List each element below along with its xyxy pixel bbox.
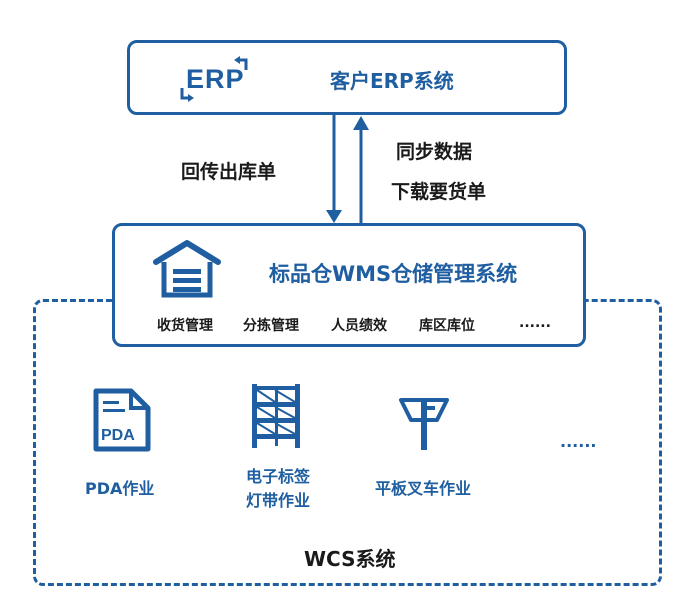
electronic-label-line-2: 灯带作业 [245, 491, 310, 510]
pda-document-icon: PDA [93, 388, 151, 452]
warehouse-icon [153, 240, 221, 298]
pda-operation-label: PDA作业 [85, 479, 155, 498]
sync-data-label: 同步数据 [396, 141, 473, 163]
module-receiving: 收货管理 [157, 318, 213, 334]
erp-logo-icon: ERP [180, 56, 248, 102]
erp-logo-text: ERP [186, 64, 245, 94]
down-arrow-head [326, 210, 342, 223]
download-order-label: 下载要货单 [391, 181, 487, 203]
pda-icon-text: PDA [101, 427, 135, 444]
up-arrow-head [353, 116, 369, 130]
tablet-forklift-icon [399, 398, 449, 450]
module-location: 库区库位 [419, 318, 475, 334]
wms-system-box: 标品仓WMS仓储管理系统 收货管理 分拣管理 人员绩效 库区库位 ...... [112, 223, 586, 347]
electronic-label-operation: 电子标签 灯带作业 [233, 465, 323, 513]
wcs-more-items: ...... [560, 432, 597, 451]
erp-title: 客户ERP系统 [330, 69, 454, 93]
tablet-forklift-label: 平板叉车作业 [375, 479, 472, 498]
shelf-rack-icon [252, 384, 300, 448]
electronic-label-line-1: 电子标签 [245, 467, 310, 486]
module-sorting: 分拣管理 [243, 318, 299, 334]
wcs-title: WCS系统 [304, 547, 396, 571]
module-more: ...... [519, 315, 551, 331]
return-outbound-label: 回传出库单 [181, 161, 277, 183]
module-performance: 人员绩效 [331, 318, 387, 334]
erp-system-box: ERP 客户ERP系统 [127, 40, 567, 115]
wms-title: 标品仓WMS仓储管理系统 [269, 262, 518, 286]
